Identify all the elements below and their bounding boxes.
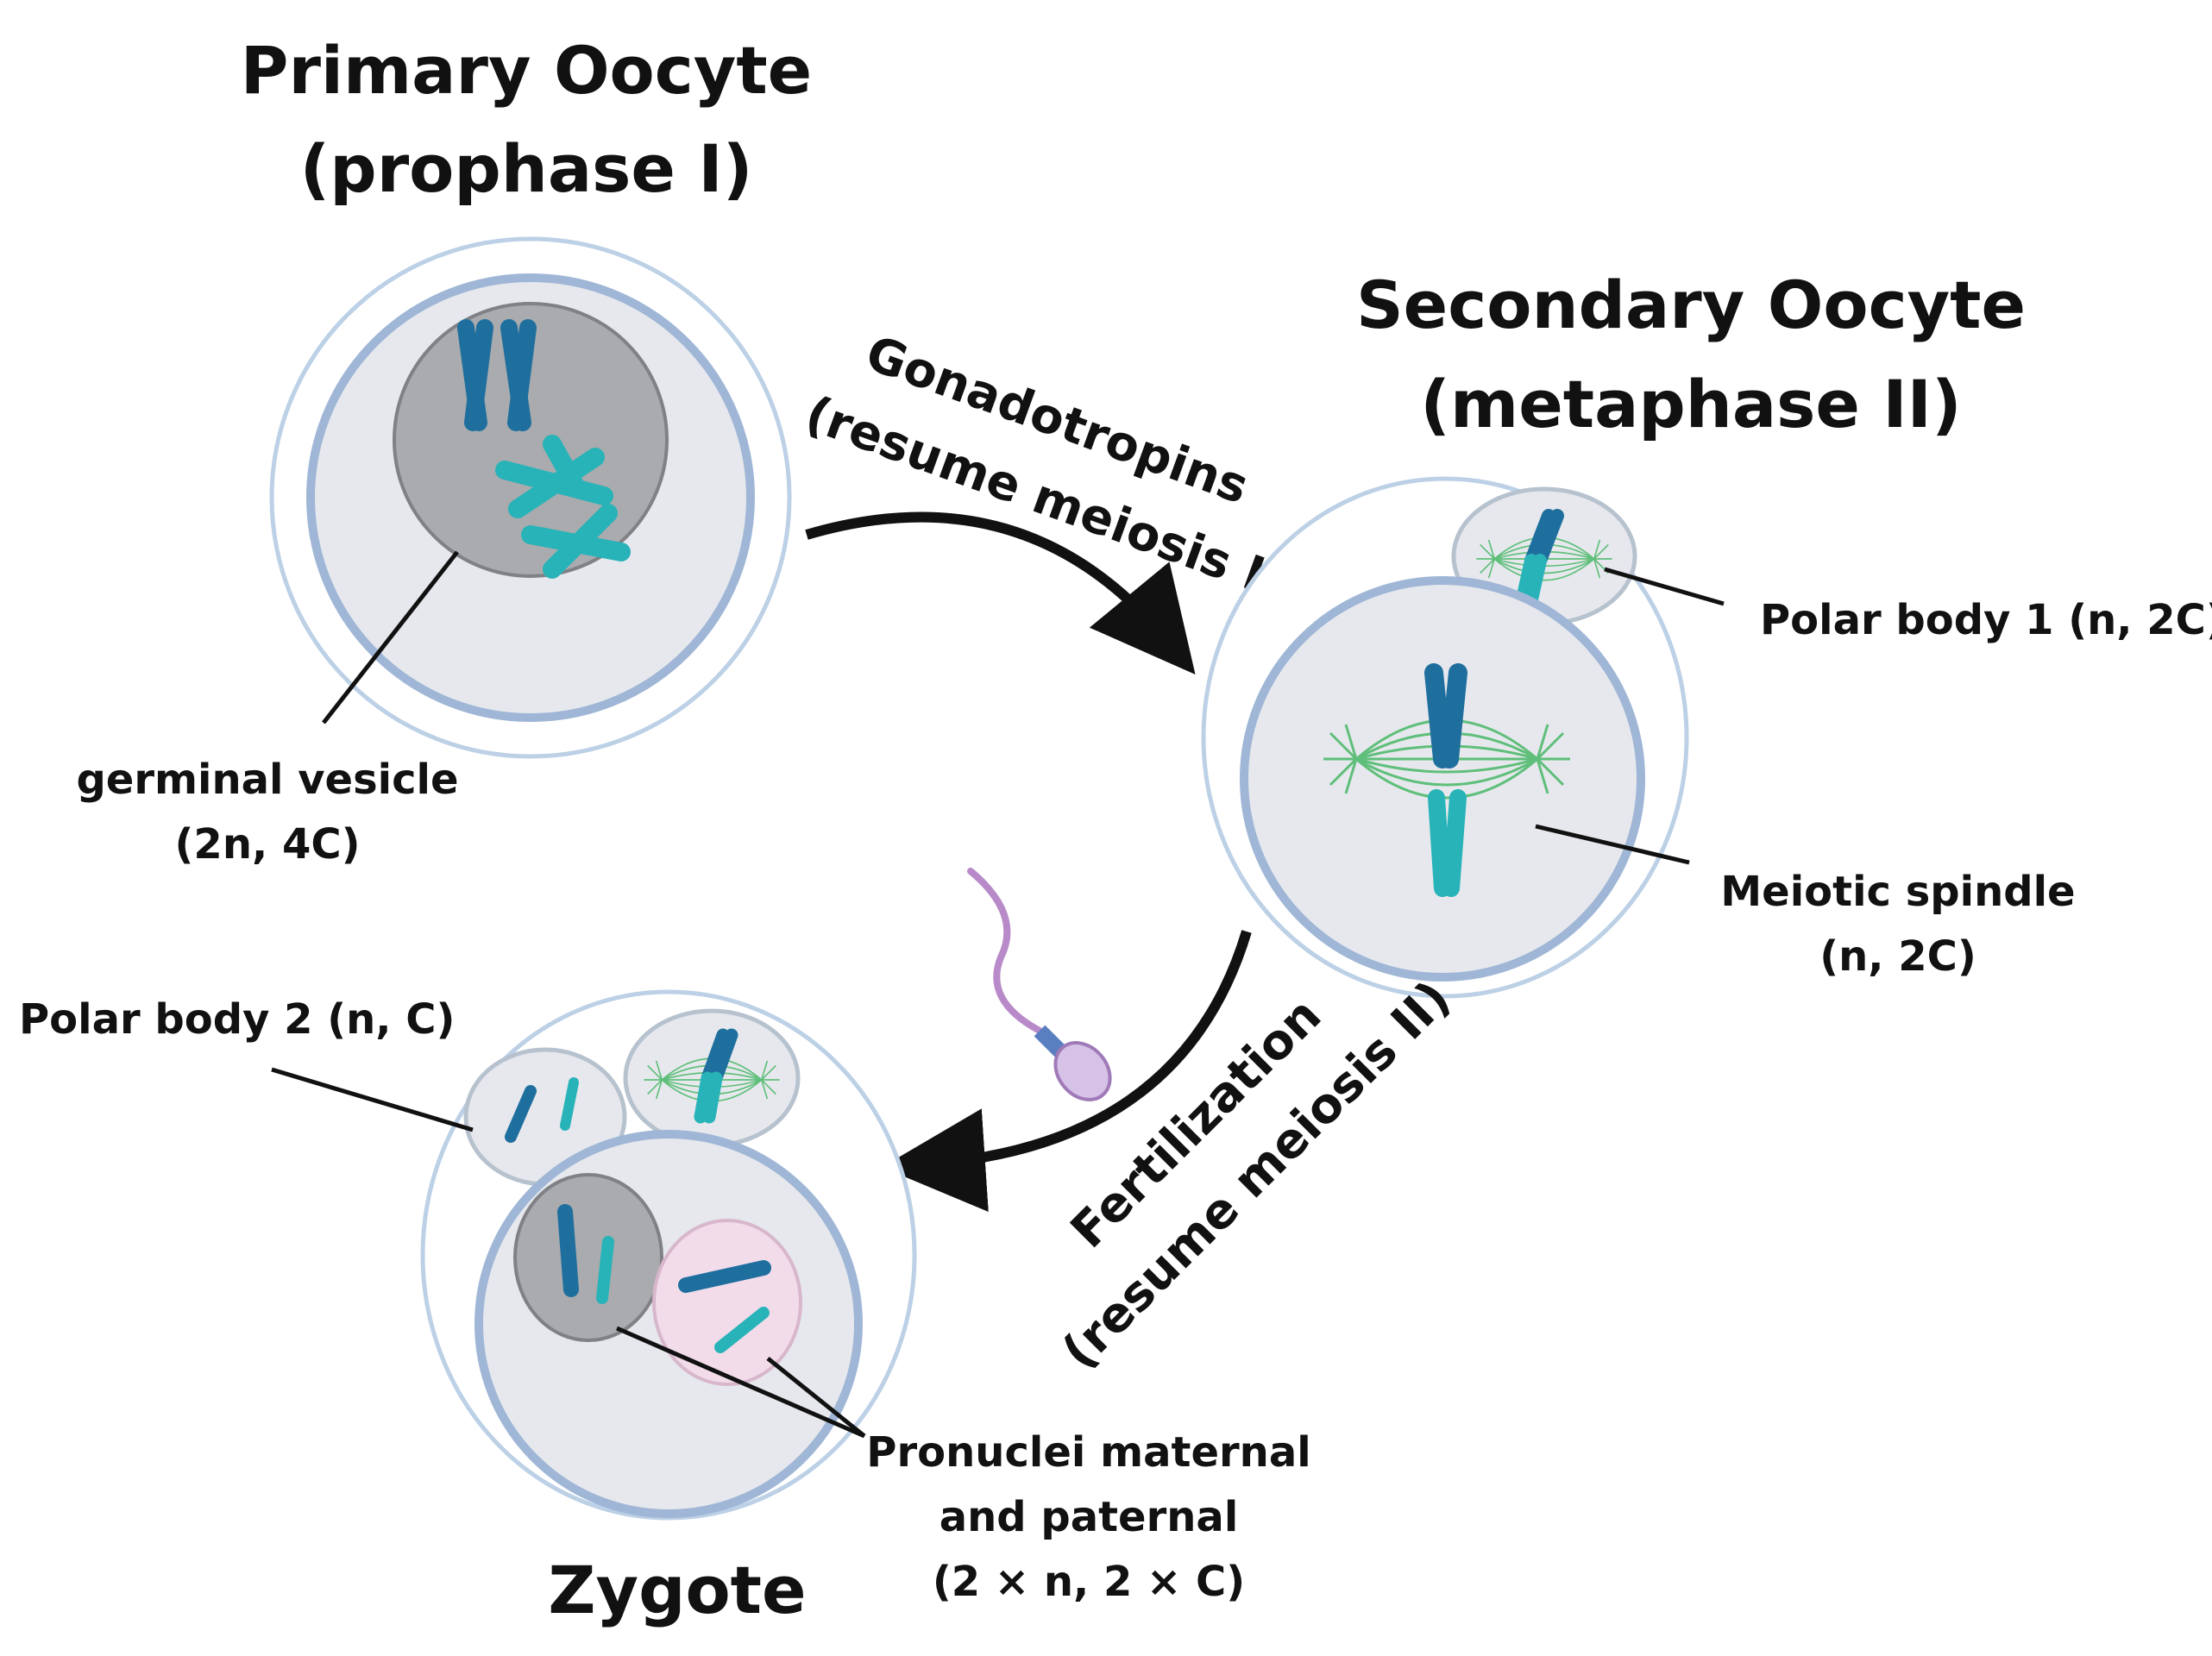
polar-body-1-chromosomes xyxy=(694,1028,738,1124)
paternal-pronucleus xyxy=(652,1219,802,1386)
germinal-vesicle xyxy=(393,302,669,578)
polar-body-2-chromosomes xyxy=(505,1077,579,1143)
polar-body-2-leader xyxy=(271,1067,474,1132)
paternal-chromosomes xyxy=(678,1260,771,1353)
pronuclei-ploidy: (2 × n, 2 × C) xyxy=(933,1558,1245,1606)
meiotic-spindle-leader xyxy=(1535,824,1690,865)
germinal-vesicle-ploidy: (2n, 4C) xyxy=(174,820,360,869)
polar-body-1-label: Polar body 1 (n, 2C) xyxy=(1760,596,2212,644)
maternal-pronucleus xyxy=(513,1173,663,1342)
maturation-arrow xyxy=(805,511,1196,675)
chromosome-pair-dark xyxy=(457,319,537,431)
maternal-chromosomes xyxy=(557,1204,614,1304)
germinal-vesicle-leader xyxy=(322,550,459,724)
primary-oocyte-title: Primary Oocyte xyxy=(241,32,812,109)
chromosome-pair-light xyxy=(495,435,631,579)
polar-body-2-label: Polar body 2 (n, C) xyxy=(19,995,455,1044)
fertilization-arrow xyxy=(882,930,1252,1213)
metaphase-chromosomes xyxy=(1424,663,1467,897)
meiotic-spindle-label: Meiotic spindle xyxy=(1720,868,2075,916)
polar-body-1-leader xyxy=(1604,567,1725,606)
secondary-oocyte-title: Secondary Oocyte xyxy=(1356,267,2026,343)
pronucleus-leader-paternal xyxy=(766,1357,866,1438)
primary-oocyte-cell xyxy=(269,236,792,759)
polar-body-1-chromosomes xyxy=(1516,509,1564,606)
pronuclei-label: Pronuclei maternal xyxy=(866,1428,1310,1477)
sperm xyxy=(967,868,1112,1101)
pronuclei-label-line2: and paternal xyxy=(939,1493,1239,1541)
zygote-cell xyxy=(271,989,917,1521)
germinal-vesicle-label: germinal vesicle xyxy=(76,756,458,804)
sperm-head xyxy=(1053,1041,1112,1101)
secondary-oocyte-stage: (metaphase II) xyxy=(1420,366,1961,442)
secondary-oocyte-cell xyxy=(1201,476,1725,999)
zygote-title: Zygote xyxy=(548,1552,806,1628)
meiotic-spindle-ploidy: (n, 2C) xyxy=(1819,932,1976,981)
oocyte-membrane xyxy=(1240,576,1645,982)
pronucleus-leader-maternal xyxy=(616,1326,865,1439)
sperm-tail xyxy=(967,868,1043,1034)
primary-oocyte-stage: (prophase I) xyxy=(300,130,753,207)
